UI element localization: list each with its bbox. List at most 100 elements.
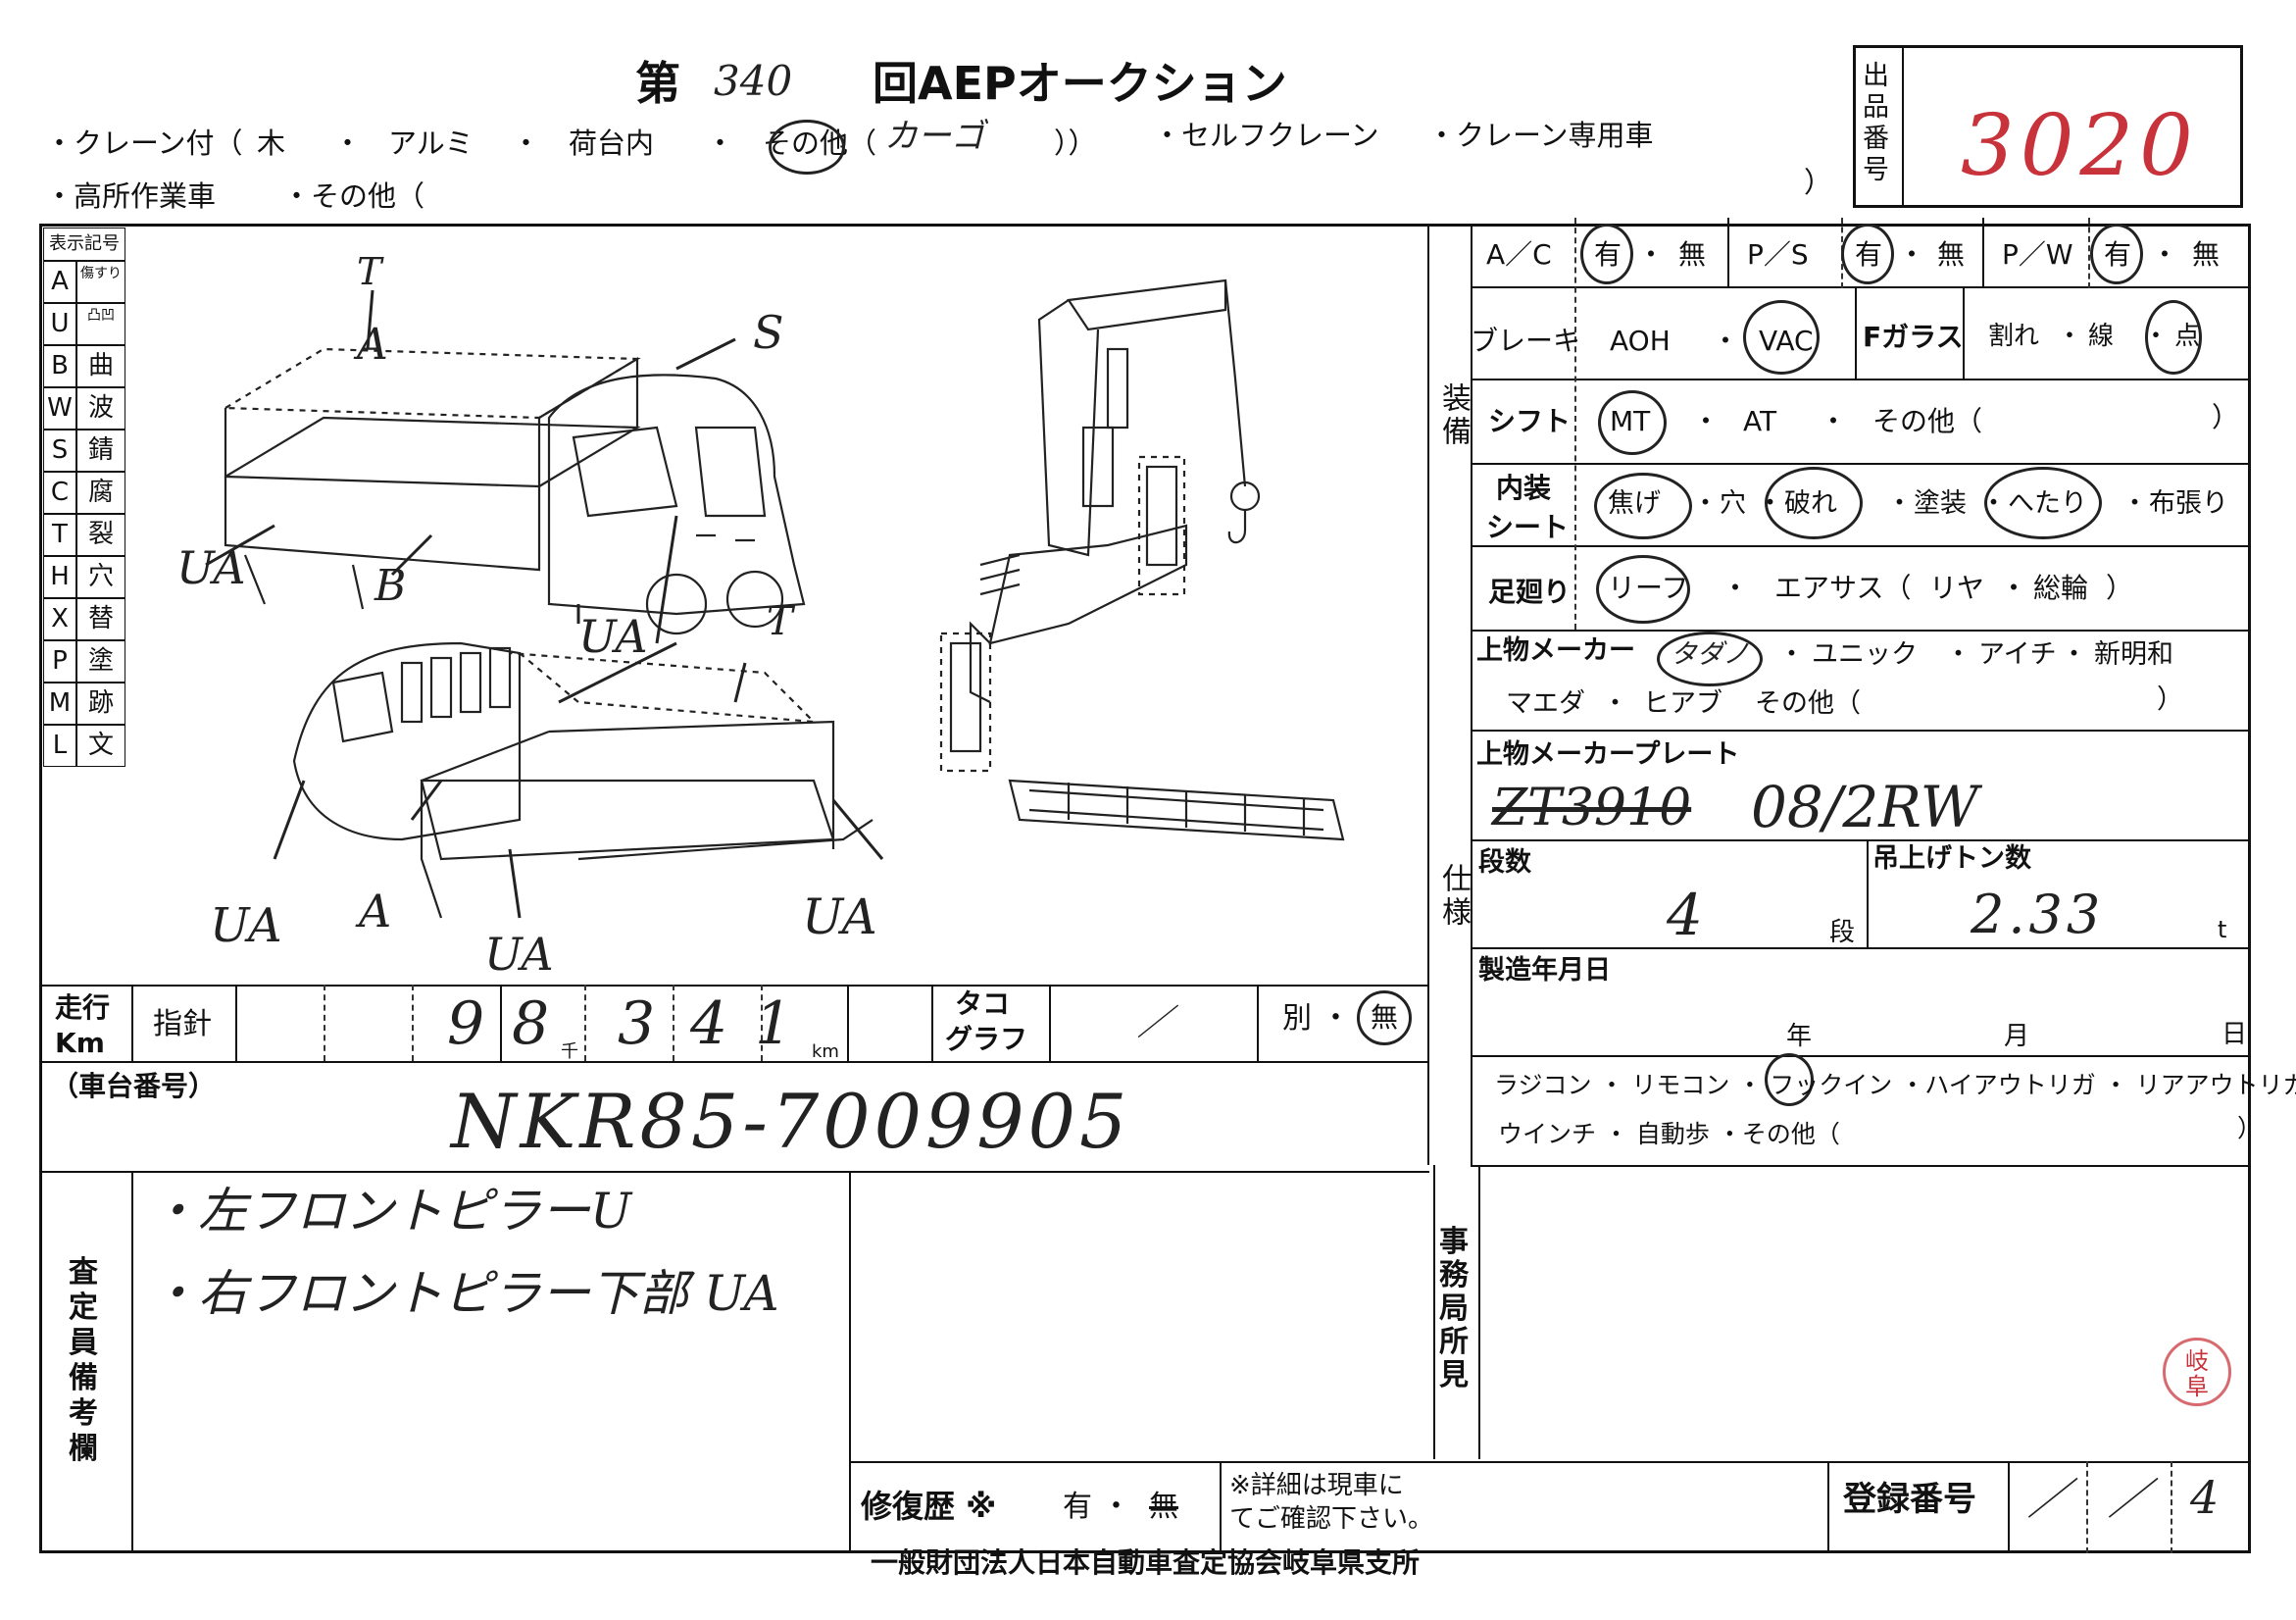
ac-yes: 有 [1594,238,1622,271]
legend-meaning: 凸凹 [76,303,125,345]
self-crane-option: ・セルフクレーン [1153,119,1379,152]
brake-aoh: AOH [1610,325,1671,357]
other-option: ・その他（ [282,179,425,213]
equipment-label: 装備 [1436,382,1471,449]
options-row-1: ラジコン ・ リモコン ・ フックイン ・ハイアウトリガ ・ リアアウトリガ [1494,1071,2296,1099]
plate-value: 08/2RW [1751,774,1979,840]
ac-label: A／C [1486,238,1552,271]
plate-label: 上物メーカープレート [1476,739,1740,770]
mileage-digit: 4 [690,989,728,1058]
km-unit: km [812,1041,839,1062]
legend-code: X [43,598,76,640]
chassis-label: （車台番号） [51,1070,217,1102]
registration-mark-2: ／ [2108,1475,2151,1525]
registration-mark-1: ／ [2027,1475,2071,1525]
separate-label: 別 ・ [1282,1001,1351,1036]
interior-item: 布張り [2149,488,2228,519]
legend-meaning: 塗 [76,640,125,683]
aerial-option: ・高所作業車 [45,179,217,213]
specs-label: 仕様 [1436,863,1471,930]
tachograph-mark: ／ [1137,1003,1173,1043]
maker-maeda: マエダ [1506,688,1585,719]
mileage-label: 走行 [55,991,111,1024]
mark-a-2: A [359,885,392,937]
mileage-km-label: Km [55,1027,105,1059]
legend-code: A [43,261,76,303]
mark-ua-1: UA [176,541,246,594]
brake-vac: VAC [1759,325,1814,357]
ps-yes: 有 [1855,238,1883,271]
mark-t-2: T [767,599,793,644]
mileage-digit: 8 [512,989,550,1058]
legend-meaning: 曲 [76,345,125,387]
pw-label: P／W [2002,238,2073,271]
suspension-label: 足廻り [1488,576,1572,608]
interior-item: 塗装 [1914,488,1967,519]
stages-unit: 段 [1829,918,1856,947]
maker-label: 上物メーカー [1476,635,1635,666]
mark-ua-5: UA [802,888,877,945]
maker-hiab: ヒアブ [1643,688,1722,719]
legend-meaning: 錆 [76,430,125,472]
selected-circle [769,120,845,175]
repair-yes: 有 ・ [1063,1490,1131,1524]
glass-label: Fガラス [1863,321,1964,353]
suspension-leaf: リーフ [1608,572,1689,604]
maker-option: 新明和 [2094,639,2173,670]
legend-code: U [43,303,76,345]
mfg-date-label: 製造年月日 [1478,955,1611,986]
lift-value: 2.33 [1971,884,2105,945]
tachograph-label: タコ [955,987,1011,1020]
crane-wood: 木 [257,127,286,160]
seal-text: 岐阜 [2185,1347,2209,1400]
office-seal: 岐阜 [2163,1338,2231,1406]
mfg-month: 月 [2004,1022,2030,1051]
mark-ua-2: UA [578,610,648,663]
crane-option: ・クレーン付（ [45,127,243,160]
suspension-all: 総輪 [2033,572,2089,604]
legend-meaning: 穴 [76,556,125,598]
suspension-air: エアサス（ [1774,572,1912,604]
maker-option: ユニック [1812,639,1918,670]
lift-label: 吊上げトン数 [1872,843,2031,874]
legend-code: M [43,683,76,725]
inspector-remarks-label: 査定員備考欄 [69,1255,98,1466]
mark-b-1: B [374,561,407,611]
mileage-digit: 3 [618,989,656,1058]
ac-no: 無 [1678,238,1707,271]
crane-in-bed: 荷台内 [569,127,655,160]
shift-other: その他（ [1872,405,1983,437]
inspector-note-2: ・右フロントピラー下部 UA [149,1265,779,1322]
lot-number-label: 出品番号 [1863,61,1889,185]
mfg-year: 年 [1786,1022,1813,1051]
legend-meaning: 替 [76,598,125,640]
legend-meaning: 傷すり [76,261,125,303]
vehicle-diagram [205,278,1345,919]
indicator-label: 指針 [153,1007,212,1041]
pw-no: 無 [2192,238,2221,271]
shift-mt: MT [1610,405,1651,437]
legend-meaning: 波 [76,387,125,430]
maker-other: その他（ [1755,688,1861,719]
inspector-note-1: ・左フロントピラーU [149,1183,632,1240]
mark-t-1: T [357,250,382,293]
repair-note-2: てご確認下さい。 [1229,1504,1434,1534]
mark-ua-4: UA [484,928,554,981]
legend-meaning: 裂 [76,514,125,556]
separate-none: 無 [1371,1001,1399,1034]
glass-line: 線 [2088,322,2115,351]
interior-item: 焦げ [1608,488,1661,519]
repair-note-1: ※詳細は現車に [1229,1471,1404,1500]
page-title: 回AEPオークション [873,57,1287,110]
inspection-form [39,224,2251,1553]
repair-no: 無 [1149,1490,1178,1524]
legend-code: L [43,725,76,767]
legend-meaning: 文 [76,725,125,767]
crane-only-option: ・クレーン専用車 [1427,119,1654,152]
glass-crack: 割れ [1988,322,2040,351]
title-prefix: 第 [635,57,680,110]
mfg-day: 日 [2221,1020,2248,1049]
legend-title: 表示記号 [43,228,125,261]
registration-mark-3: 4 [2190,1471,2220,1524]
